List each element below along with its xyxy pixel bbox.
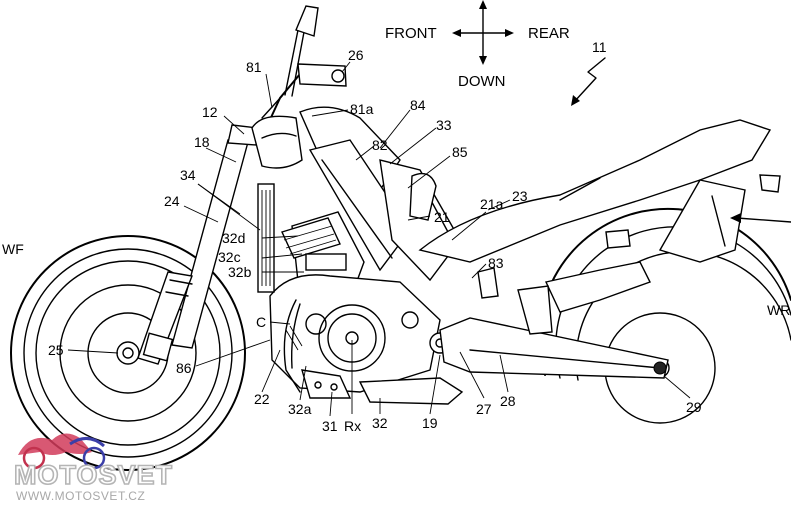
label-85: 85 <box>452 144 468 160</box>
label-26: 26 <box>348 47 364 63</box>
watermark-url: WWW.MOTOSVET.CZ <box>16 489 145 503</box>
label-32c: 32c <box>218 249 241 265</box>
label-81a: 81a <box>350 101 374 117</box>
watermark-brand: MOTOSVET <box>14 460 173 490</box>
rear-label: REAR <box>528 25 570 42</box>
label-C: C <box>256 314 266 330</box>
label-12: 12 <box>202 104 218 120</box>
label-22: 22 <box>254 391 270 407</box>
label-33: 33 <box>436 117 452 133</box>
direction-indicator: FRONT REAR DOWN <box>385 0 570 90</box>
ref-11-arrow <box>573 57 606 103</box>
label-23: 23 <box>512 188 528 204</box>
label-Rx: Rx <box>344 418 361 434</box>
label-WR: WR <box>767 302 790 318</box>
label-18: 18 <box>194 134 210 150</box>
engine <box>269 211 464 405</box>
label-32b: 32b <box>228 264 252 280</box>
motorcycle-logo-icon <box>18 433 92 455</box>
label-32: 32 <box>372 415 388 431</box>
headlight <box>251 115 303 169</box>
swingarm <box>439 261 669 379</box>
label-83: 83 <box>488 255 504 271</box>
front-fork <box>137 95 283 365</box>
label-21a: 21a <box>480 196 504 212</box>
seat-and-tail <box>418 119 791 263</box>
label-86: 86 <box>176 360 192 376</box>
label-28: 28 <box>500 393 516 409</box>
label-34: 34 <box>180 167 196 183</box>
label-84: 84 <box>410 97 426 113</box>
label-25: 25 <box>48 342 64 358</box>
label-21: 21 <box>434 209 450 225</box>
watermark: MOTOSVET WWW.MOTOSVET.CZ <box>13 433 173 503</box>
label-82: 82 <box>372 137 388 153</box>
label-24: 24 <box>164 193 180 209</box>
label-27: 27 <box>476 401 492 417</box>
label-11: 11 <box>592 39 607 55</box>
front-label: FRONT <box>385 25 437 42</box>
label-19: 19 <box>422 415 438 431</box>
exhaust <box>283 299 301 393</box>
label-32a: 32a <box>288 401 312 417</box>
reference-labels: 11 12 18 24 34 32d 32c 32b WF 25 C 86 22… <box>2 39 790 434</box>
label-31: 31 <box>322 418 338 434</box>
label-WF: WF <box>2 241 24 257</box>
down-label: DOWN <box>458 73 506 90</box>
handlebar <box>267 5 347 125</box>
label-32d: 32d <box>222 230 245 246</box>
leader-lines <box>67 61 691 417</box>
label-81: 81 <box>246 59 262 75</box>
front-wheel <box>10 235 246 471</box>
label-29: 29 <box>686 399 702 415</box>
